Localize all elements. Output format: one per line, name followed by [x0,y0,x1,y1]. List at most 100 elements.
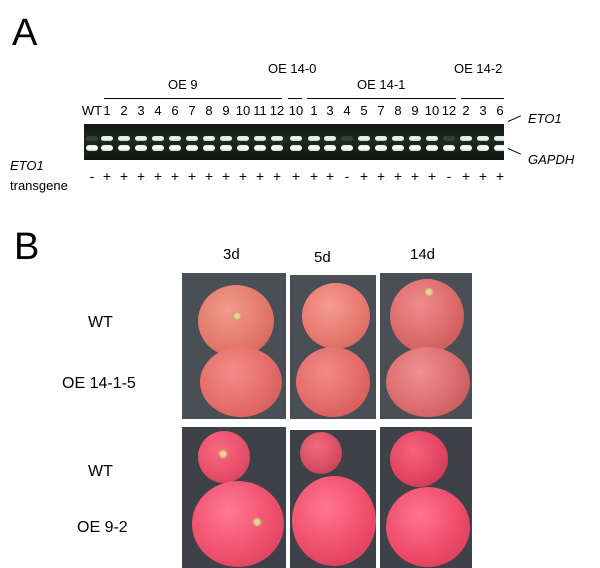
gapdh-band [203,145,215,151]
transgene-mark: + [272,168,282,184]
row-label-wt-1: WT [88,314,113,331]
gel-lane [86,124,98,160]
photo-oe14-3d [182,273,286,419]
gapdh-band [118,145,130,151]
eto1-band [494,136,504,141]
group-line-oe9 [104,98,282,99]
gapdh-band [169,145,181,151]
transgene-mark: - [89,168,95,184]
row-label-oe9-2: OE 9-2 [77,519,128,536]
transgene-mark: + [170,168,180,184]
eto1-band [460,136,472,141]
eto1-band [324,136,336,141]
gapdh-band [341,145,353,151]
gapdh-band [494,145,504,151]
eto1-band [203,136,215,141]
transgene-mark: - [344,168,350,184]
lane-label: 8 [205,103,213,118]
group-line-oe14-0 [288,98,302,99]
eto1-band [290,136,302,141]
transgene-mark: + [238,168,248,184]
eto1-band [135,136,147,141]
gel-image [84,124,504,160]
gapdh-band [392,145,404,151]
gel-lane [358,124,370,160]
lane-label: 8 [394,103,402,118]
transgene-row-label: transgene [10,178,68,193]
lane-label: 10 [288,103,304,118]
eto1-band [169,136,181,141]
eto1-band [375,136,387,141]
transgene-mark: + [461,168,471,184]
transgene-mark: + [153,168,163,184]
gapdh-band [375,145,387,151]
eto1-band [341,136,353,141]
lane-label: 1 [103,103,111,118]
day-header-14d: 14d [410,246,436,263]
tomato-oe [296,347,370,417]
transgene-mark: + [187,168,197,184]
gel-lane [203,124,215,160]
transgene-mark: + [102,168,112,184]
eto1-band [358,136,370,141]
tomato-wt [302,283,370,349]
gel-lane [169,124,181,160]
tomato-oe [192,481,284,567]
gel-lane [494,124,504,160]
lane-label: 7 [377,103,385,118]
eto1-band [271,136,283,141]
lane-label: 9 [222,103,230,118]
lane-label: 3 [479,103,487,118]
transgene-mark: + [495,168,505,184]
lane-label: 6 [496,103,504,118]
photo-oe14-14d [380,273,472,419]
photo-oe9-14d [380,427,472,568]
photo-oe9-5d [290,430,376,568]
gapdh-band [186,145,198,151]
lane-label: WT [81,103,103,118]
lane-label: 7 [188,103,196,118]
gel-lane [152,124,164,160]
eto1-band [186,136,198,141]
lane-label: 11 [253,103,267,118]
gapdh-band [135,145,147,151]
gapdh-band [443,145,455,151]
eto1-band [237,136,249,141]
gapdh-band-pointer [507,148,521,155]
gel-lane [375,124,387,160]
transgene-mark: + [359,168,369,184]
lane-label: 10 [424,103,440,118]
group-label-oe14-1: OE 14-1 [357,77,406,92]
gapdh-band [220,145,232,151]
stem-mark [218,449,228,459]
gapdh-band [308,145,320,151]
lane-label: 4 [343,103,351,118]
group-label-oe14-0: OE 14-0 [268,61,317,76]
photo-oe14-5d [290,275,376,419]
lane-label: 3 [326,103,334,118]
gapdh-band [324,145,336,151]
eto1-band [220,136,232,141]
gel-lane [477,124,489,160]
lane-label: 12 [269,103,285,118]
lane-label: 10 [235,103,251,118]
gapdh-band [426,145,438,151]
stem-mark [232,311,242,321]
gel-lane [290,124,302,160]
gapdh-band [358,145,370,151]
gapdh-band [237,145,249,151]
tomato-oe [292,476,376,566]
transgene-mark: + [393,168,403,184]
transgene-mark: + [410,168,420,184]
gel-lane [409,124,421,160]
eto1-band [426,136,438,141]
lane-label: 6 [171,103,179,118]
gel-lane [220,124,232,160]
gapdh-band [477,145,489,151]
transgene-mark: + [119,168,129,184]
eto1-band [86,136,98,141]
stem-mark [252,517,262,527]
gel-lane [324,124,336,160]
gel-lane [237,124,249,160]
transgene-mark: + [136,168,146,184]
